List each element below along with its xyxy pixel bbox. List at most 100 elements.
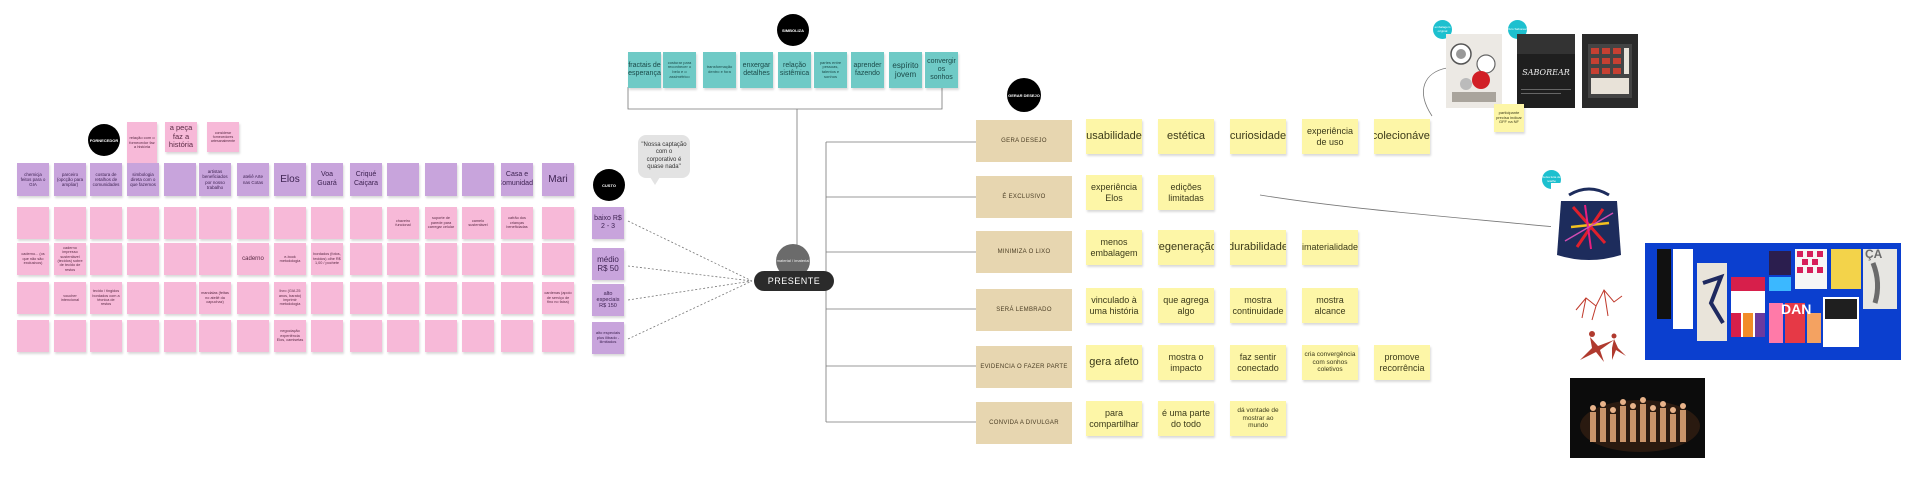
category-box[interactable]: CONVIDA A DIVULGAR xyxy=(976,402,1072,444)
fornecedor-cell-note[interactable] xyxy=(90,320,122,352)
simboliza-note[interactable]: convergir os sonhos xyxy=(925,52,958,88)
fornecedor-cell-note[interactable] xyxy=(199,243,231,275)
fornecedor-cell-note[interactable]: suporte de parede para carregar celular xyxy=(425,207,457,239)
fornecedor-cell-note[interactable] xyxy=(350,320,382,352)
row-note[interactable]: mostra continuidade xyxy=(1230,288,1286,323)
category-box[interactable]: GERA DESEJO xyxy=(976,120,1072,162)
simboliza-note[interactable]: transformação dentro e fora xyxy=(703,52,736,88)
fornecedor-cell-note[interactable] xyxy=(501,243,533,275)
patchwork-bag-photo[interactable] xyxy=(1551,183,1627,267)
dance-poster-board[interactable]: DAN ÇA xyxy=(1645,243,1901,360)
fornecedor-header-note[interactable] xyxy=(462,163,494,196)
simboliza-note[interactable]: relação sistêmica xyxy=(778,52,811,88)
fornecedor-cell-note[interactable] xyxy=(127,243,159,275)
simboliza-note[interactable]: partes entre pessoas, talentos e sonhos xyxy=(814,52,847,88)
fornecedor-cell-note[interactable] xyxy=(462,320,494,352)
row-note[interactable]: edições limitadas xyxy=(1158,175,1214,210)
row-note[interactable]: experiência de uso xyxy=(1302,119,1358,154)
row-note[interactable]: curiosidade xyxy=(1230,119,1286,154)
fornecedor-cell-note[interactable]: cafrão dos crianças beneficiadas xyxy=(501,207,533,239)
custo-option-low[interactable]: baixo R$ 2 - 3 xyxy=(592,207,624,239)
category-box[interactable]: EVIDENCIA O FAZER PARTE xyxy=(976,346,1072,388)
tray-photo[interactable] xyxy=(1582,34,1638,108)
fornecedor-cell-note[interactable] xyxy=(387,282,419,314)
row-note[interactable]: que agrega algo xyxy=(1158,288,1214,323)
fornecedor-cell-note[interactable] xyxy=(199,207,231,239)
fornecedor-cell-note[interactable]: mandalas (feitas no ateliê da capuchaz) xyxy=(199,282,231,314)
fornecedor-cell-note[interactable] xyxy=(350,282,382,314)
fornecedor-cell-note[interactable] xyxy=(387,243,419,275)
book-photo[interactable]: SABOREAR xyxy=(1517,34,1575,108)
fornecedor-cell-note[interactable] xyxy=(462,282,494,314)
fornecedor-cell-note[interactable] xyxy=(542,243,574,275)
fornecedor-cell-note[interactable] xyxy=(127,282,159,314)
fornecedor-cell-note[interactable]: caderno impresso sustentável (tecidos) s… xyxy=(54,243,86,275)
row-note[interactable]: faz sentir conectado xyxy=(1230,345,1286,380)
fornecedor-cell-note[interactable] xyxy=(17,282,49,314)
row-note[interactable]: para compartilhar xyxy=(1086,401,1142,436)
fornecedor-top-note-1[interactable]: relação com o fornecedor faz a história xyxy=(127,122,157,164)
row-note[interactable]: durabilidade xyxy=(1230,230,1286,265)
fornecedor-header-note[interactable]: parceiro (opcção para ampliar) xyxy=(54,163,86,196)
fornecedor-cell-note[interactable]: bordados (fotos, tecidos) olhe R$ 1,00 /… xyxy=(311,243,343,275)
fornecedor-cell-note[interactable]: camelo sustentável xyxy=(462,207,494,239)
fornecedor-header-note[interactable]: Mari xyxy=(542,163,574,196)
fornecedor-cell-note[interactable] xyxy=(90,207,122,239)
simboliza-note[interactable]: espírito jovem xyxy=(889,52,922,88)
fornecedor-cell-note[interactable] xyxy=(17,320,49,352)
fornecedor-cell-note[interactable] xyxy=(17,207,49,239)
dancer-sketch-2[interactable] xyxy=(1570,326,1632,366)
fornecedor-cell-note[interactable] xyxy=(127,207,159,239)
fornecedor-header-note[interactable]: Voa Guará xyxy=(311,163,343,196)
fornecedor-header-note[interactable]: artistas beneficiados por nosso trabalho xyxy=(199,163,231,196)
fornecedor-header-note[interactable]: Casa e Comunidade xyxy=(501,163,533,196)
fornecedor-cell-note[interactable] xyxy=(237,282,269,314)
presente-node[interactable]: PRESENTE xyxy=(754,271,834,291)
fornecedor-cell-note[interactable]: livro (GIA 25 anos, barato) imprimir met… xyxy=(274,282,306,314)
fornecedor-cell-note[interactable] xyxy=(501,282,533,314)
fornecedor-cell-note[interactable] xyxy=(425,282,457,314)
row-note[interactable]: colecionável xyxy=(1374,119,1430,154)
fornecedor-header-note[interactable] xyxy=(164,163,196,196)
fornecedor-header-note[interactable]: simbologia direta com o que fazemos xyxy=(127,163,159,196)
fornecedor-cell-note[interactable] xyxy=(127,320,159,352)
row-note[interactable]: usabilidade xyxy=(1086,119,1142,154)
fornecedor-cell-note[interactable] xyxy=(350,243,382,275)
fornecedor-cell-note[interactable] xyxy=(462,243,494,275)
category-box[interactable]: MINIMIZA O LIXO xyxy=(976,231,1072,273)
fornecedor-cell-note[interactable]: tecido / tingidos bordados com a técnica… xyxy=(90,282,122,314)
row-note[interactable]: mostra alcance xyxy=(1302,288,1358,323)
packaging-photo[interactable] xyxy=(1446,34,1502,108)
custo-option-high[interactable]: alto especiais R$ 150 xyxy=(592,284,624,316)
fornecedor-cell-note[interactable] xyxy=(311,282,343,314)
fornecedor-cell-note[interactable] xyxy=(54,207,86,239)
fornecedor-cell-note[interactable] xyxy=(425,243,457,275)
fornecedor-cell-note[interactable] xyxy=(164,320,196,352)
fornecedor-cell-note[interactable]: e-book metodologia xyxy=(274,243,306,275)
fornecedor-cell-note[interactable] xyxy=(90,243,122,275)
category-box[interactable]: É EXCLUSIVO xyxy=(976,176,1072,218)
row-note[interactable]: gera afeto xyxy=(1086,345,1142,380)
fornecedor-cell-note[interactable]: voucher intencional xyxy=(54,282,86,314)
fornecedor-cell-note[interactable] xyxy=(164,207,196,239)
row-note[interactable]: dá vontade de mostrar ao mundo xyxy=(1230,401,1286,436)
row-note[interactable]: vinculado à uma história xyxy=(1086,288,1142,323)
fornecedor-header-note[interactable] xyxy=(387,163,419,196)
fornecedor-cell-note[interactable]: negociação experiência Elos, camisetas xyxy=(274,320,306,352)
simboliza-note[interactable]: enxergar detalhes xyxy=(740,52,773,88)
dance-performance-photo[interactable] xyxy=(1570,378,1705,458)
fornecedor-cell-note[interactable] xyxy=(54,320,86,352)
row-note[interactable]: promove recorrência xyxy=(1374,345,1430,380)
fornecedor-cell-note[interactable] xyxy=(237,320,269,352)
fornecedor-cell-note[interactable] xyxy=(311,320,343,352)
fornecedor-cell-note[interactable] xyxy=(274,207,306,239)
fornecedor-cell-note[interactable] xyxy=(237,207,269,239)
category-box[interactable]: SERÁ LEMBRADO xyxy=(976,289,1072,331)
custo-option-medium[interactable]: médio R$ 50 xyxy=(592,248,624,280)
row-note[interactable]: menos embalagem xyxy=(1086,230,1142,265)
fornecedor-cell-note[interactable] xyxy=(350,207,382,239)
fornecedor-cell-note[interactable] xyxy=(542,207,574,239)
ref-side-note[interactable]: participante precisa indicar GFF na NF xyxy=(1494,104,1524,132)
fornecedor-cell-note[interactable]: caderno xyxy=(237,243,269,275)
fornecedor-cell-note[interactable]: chaveiro funcional xyxy=(387,207,419,239)
